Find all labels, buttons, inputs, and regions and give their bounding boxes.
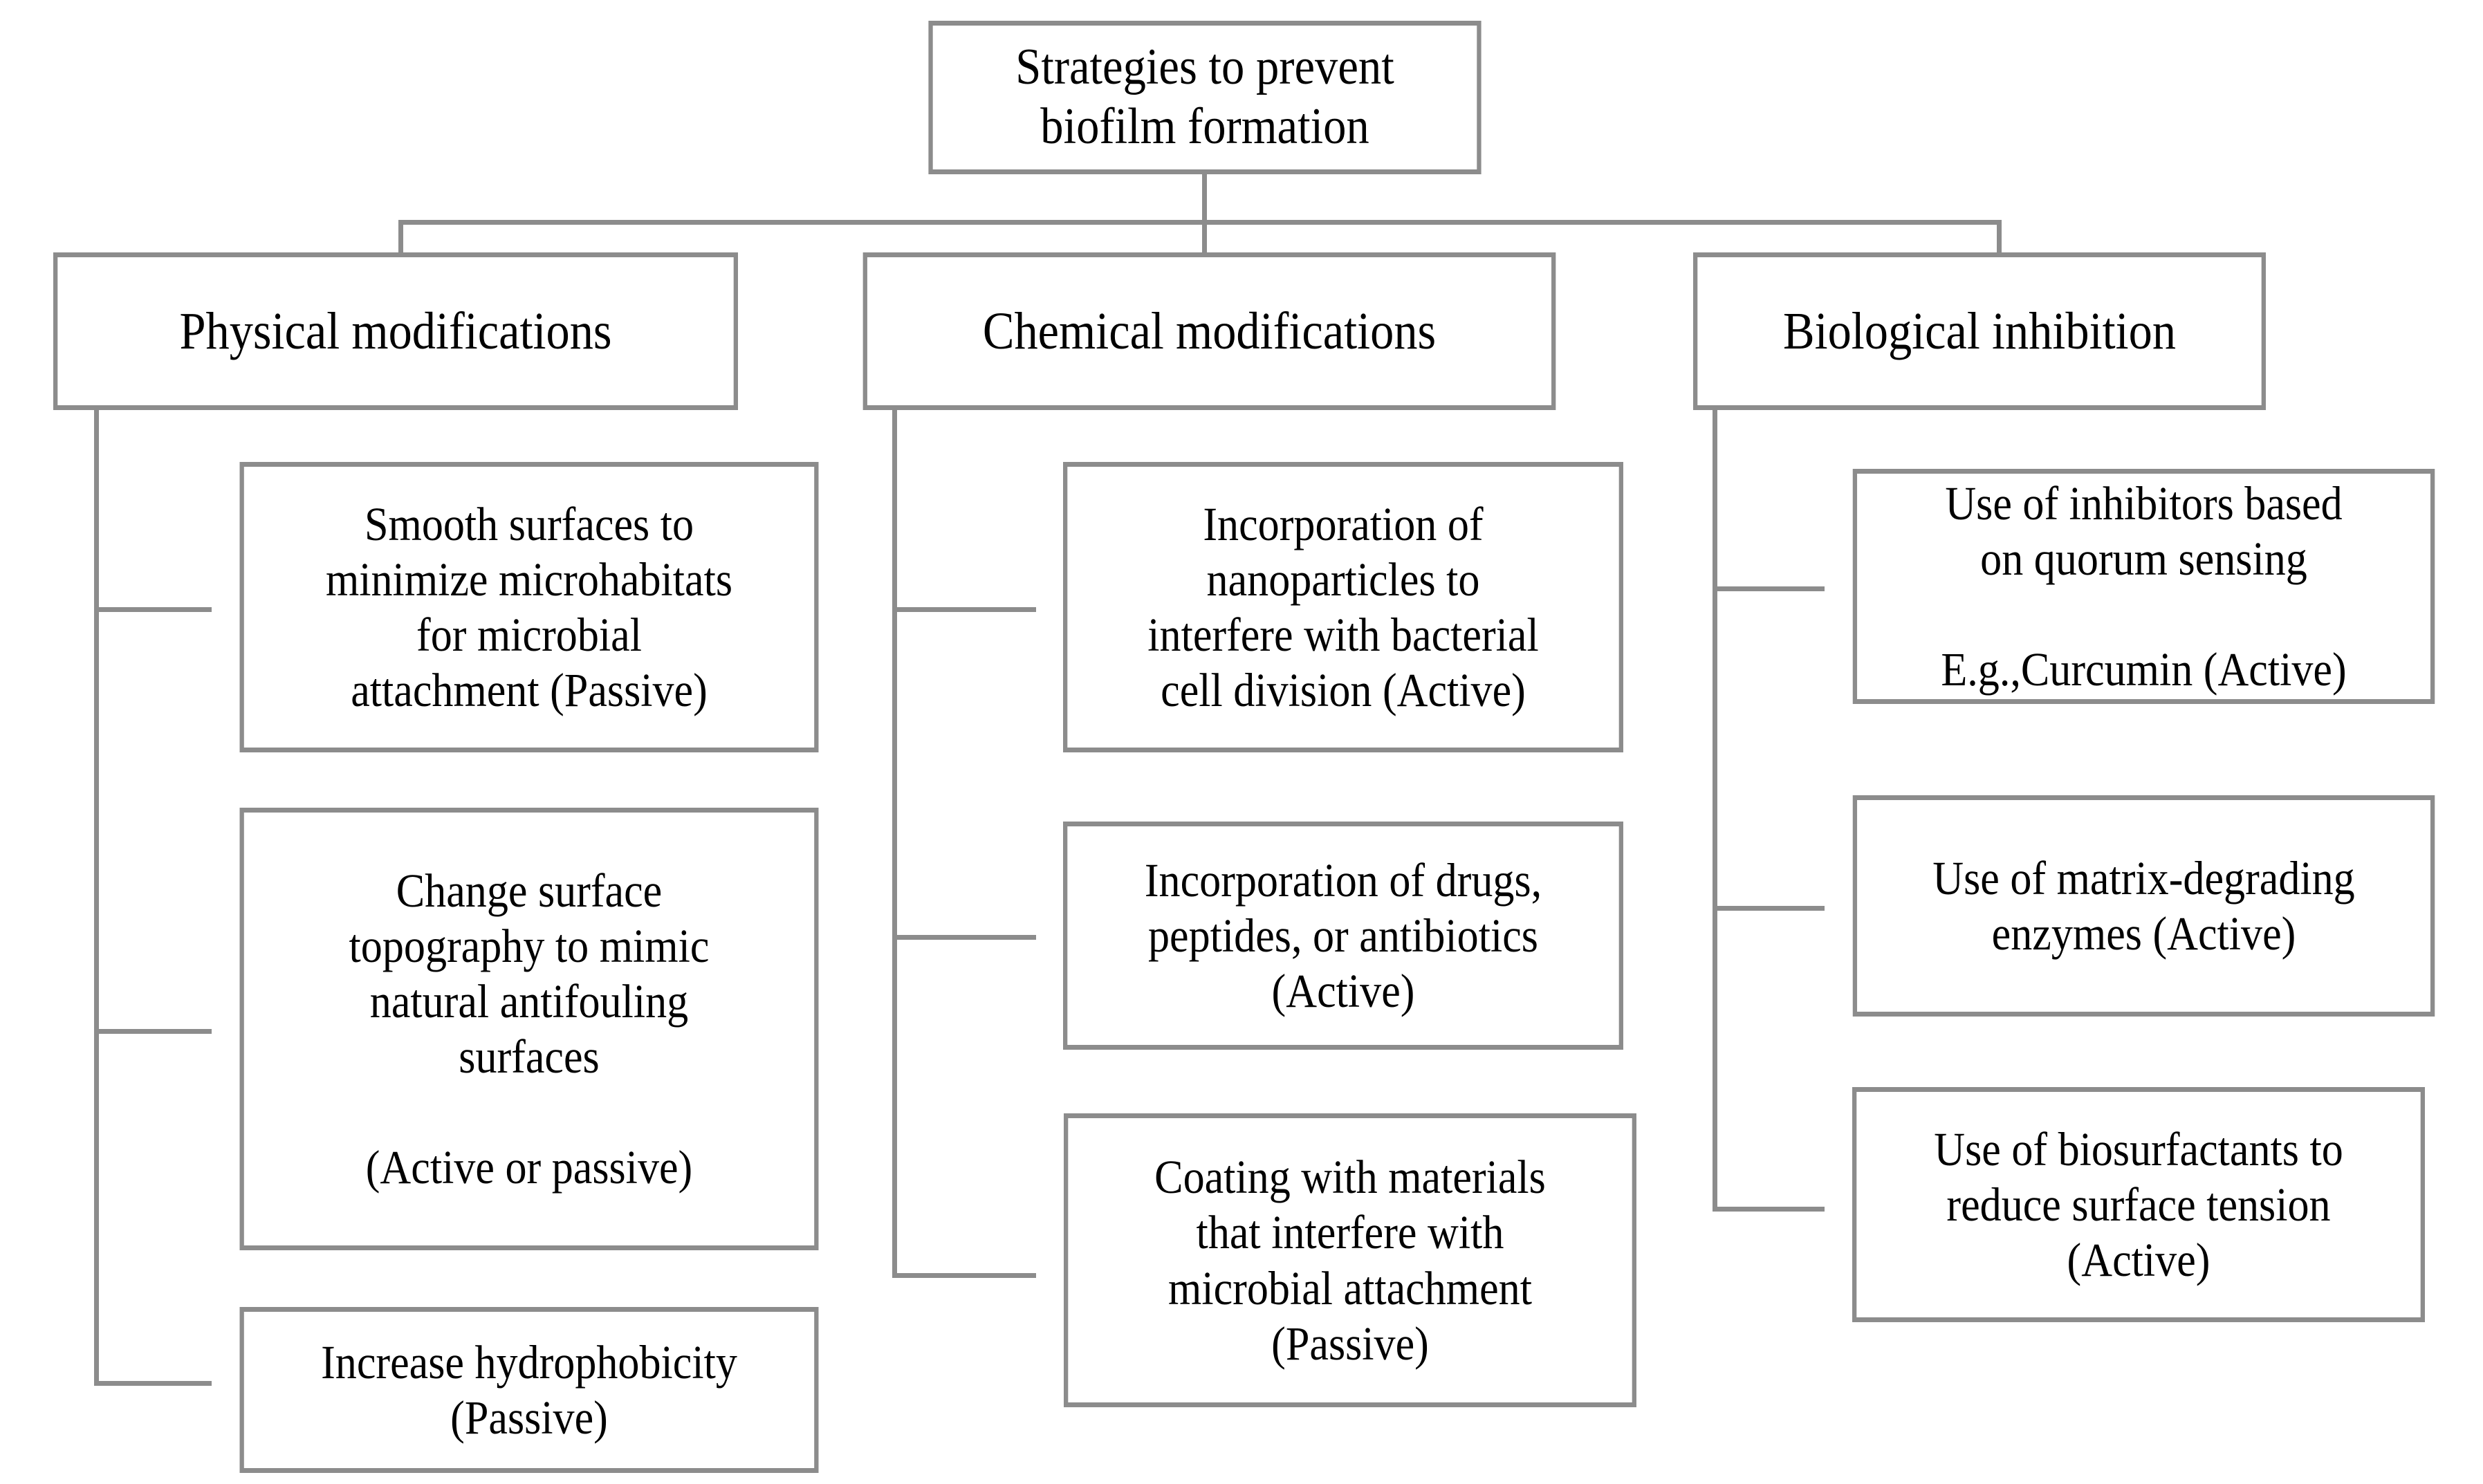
connector-drop-category-2 [1997, 220, 2002, 257]
node-root[interactable]: Strategies to prevent biofilm formation [928, 21, 1482, 174]
connector-elbow-c0-leaf-0 [94, 607, 212, 612]
connector-spine-column-2 [1713, 405, 1717, 1212]
node-leaf-coating-materials[interactable]: Coating with materials that interfere wi… [1064, 1113, 1636, 1407]
node-leaf-change-surface-topography[interactable]: Change surface topography to mimic natur… [239, 808, 819, 1250]
connector-elbow-c2-leaf-0 [1713, 586, 1825, 591]
node-category-0-label: Physical modifications [179, 302, 612, 360]
connector-elbow-c2-leaf-2 [1713, 1207, 1825, 1212]
node-leaf-c0-1-label: Change surface topography to mimic natur… [349, 864, 710, 1194]
node-leaf-matrix-degrading-enzymes[interactable]: Use of matrix-degrading enzymes (Active) [1852, 795, 2435, 1017]
connector-root-stem [1202, 174, 1207, 224]
node-leaf-c1-0-label: Incorporation of nanoparticles to interf… [1147, 497, 1539, 717]
connector-spine-column-1 [892, 405, 897, 1278]
connector-elbow-c0-leaf-2 [94, 1381, 212, 1386]
connector-elbow-c1-leaf-2 [892, 1273, 1036, 1278]
node-leaf-incorporation-nanoparticles[interactable]: Incorporation of nanoparticles to interf… [1063, 462, 1623, 752]
node-leaf-c1-2-label: Coating with materials that interfere wi… [1154, 1151, 1546, 1370]
connector-root-bus [398, 220, 2002, 225]
node-leaf-c0-2-label: Increase hydrophobicity (Passive) [321, 1335, 737, 1444]
node-leaf-c0-0-label: Smooth surfaces to minimize microhabitat… [325, 497, 733, 717]
connector-elbow-c1-leaf-1 [892, 935, 1036, 940]
node-category-chemical-modifications[interactable]: Chemical modifications [862, 252, 1556, 410]
node-category-physical-modifications[interactable]: Physical modifications [53, 252, 738, 410]
connector-elbow-c0-leaf-1 [94, 1029, 212, 1034]
node-leaf-quorum-sensing-inhibitors[interactable]: Use of inhibitors based on quorum sensin… [1852, 469, 2435, 704]
node-root-label: Strategies to prevent biofilm formation [1015, 39, 1394, 155]
connector-drop-category-1 [1202, 220, 1207, 257]
connector-spine-column-0 [94, 405, 99, 1386]
node-leaf-incorporation-drugs[interactable]: Incorporation of drugs, peptides, or ant… [1063, 822, 1623, 1050]
node-leaf-c2-2-label: Use of biosurfactants to reduce surface … [1934, 1122, 2343, 1287]
connector-drop-category-0 [398, 220, 403, 257]
node-leaf-increase-hydrophobicity[interactable]: Increase hydrophobicity (Passive) [239, 1307, 819, 1473]
node-category-1-label: Chemical modifications [982, 302, 1437, 360]
node-leaf-c1-1-label: Incorporation of drugs, peptides, or ant… [1144, 853, 1542, 1018]
node-leaf-smooth-surfaces[interactable]: Smooth surfaces to minimize microhabitat… [239, 462, 819, 752]
connector-elbow-c2-leaf-1 [1713, 906, 1825, 911]
node-leaf-c2-1-label: Use of matrix-degrading enzymes (Active) [1932, 851, 2355, 960]
node-leaf-biosurfactants[interactable]: Use of biosurfactants to reduce surface … [1852, 1087, 2425, 1322]
node-category-biological-inhibition[interactable]: Biological inhibition [1693, 252, 2266, 410]
node-leaf-c2-0-label: Use of inhibitors based on quorum sensin… [1941, 476, 2347, 696]
connector-elbow-c1-leaf-0 [892, 607, 1036, 612]
node-category-2-label: Biological inhibition [1782, 302, 2177, 360]
